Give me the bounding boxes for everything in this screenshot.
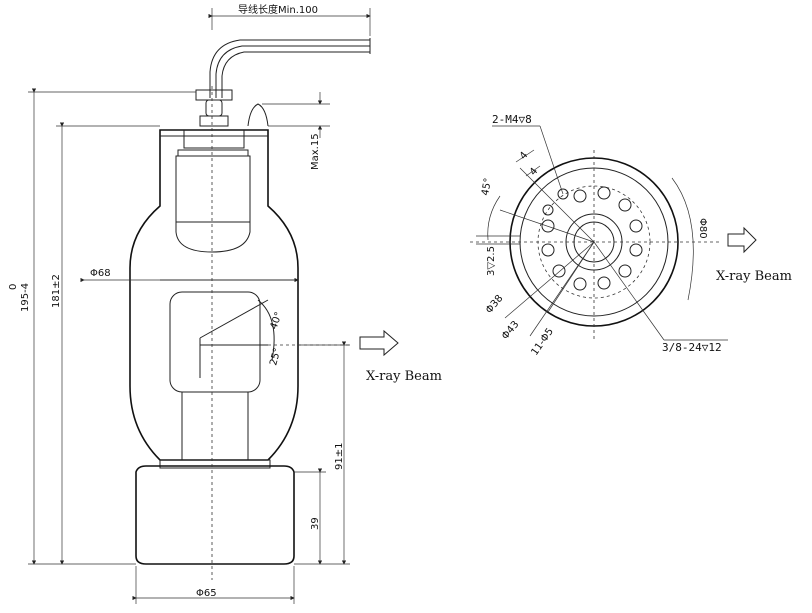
beam-label-end: X-ray Beam: [716, 269, 792, 284]
height-195-label: 195-4: [20, 283, 31, 312]
beam-arrow-side-icon: [359, 329, 399, 357]
side-view: [129, 38, 371, 580]
angle-40-label: 40°: [268, 311, 284, 331]
thread-label: 3/8-24▽12: [662, 341, 722, 354]
height-181-label: 181±2: [51, 274, 62, 308]
height-91-label: 91±1: [334, 443, 345, 470]
beam-label-side: X-ray Beam: [366, 369, 442, 384]
diameter-43-label: Φ43: [500, 319, 522, 342]
tube-outline: [129, 129, 299, 461]
angle-25-label: 25°: [268, 347, 283, 367]
beam-arrow-end-icon: [727, 226, 757, 254]
anode-target: [169, 291, 350, 393]
bolt-holes: [541, 186, 643, 291]
angle-45-label: 45°: [480, 177, 494, 196]
diameter-65-label: Φ65: [196, 588, 217, 599]
lead-length-label: 导线长度Min.100: [238, 3, 318, 16]
m4-holes: [542, 188, 569, 216]
diameter-38-label: Φ38: [484, 293, 506, 316]
max15-label: Max.15: [310, 133, 321, 170]
n4b-label: 4: [528, 166, 541, 178]
depth-25-label: 3▽2.5: [486, 246, 497, 276]
cathode-assembly: [175, 130, 251, 253]
m4-label: 2-M4▽8: [492, 113, 532, 126]
anode-stem: [159, 391, 271, 469]
end-view: 2-M4▽8 4 4 45° 3▽2.5 Φ38 Φ43 11-Φ5 3/8-2…: [470, 113, 792, 358]
diameter-80-label: Φ80: [697, 218, 708, 239]
n4a-label: 4: [518, 150, 531, 162]
tube-base: [135, 465, 295, 565]
top-cap: [247, 103, 269, 127]
height-39-label: 39: [310, 517, 321, 530]
side-dimensions: 导线长度Min.100 Max.15 195-4 0 181±2 91±1 39…: [8, 3, 442, 604]
diameter-68-label: Φ68: [90, 268, 111, 279]
height-0-label: 0: [8, 284, 19, 290]
lead-wires: [195, 38, 371, 127]
